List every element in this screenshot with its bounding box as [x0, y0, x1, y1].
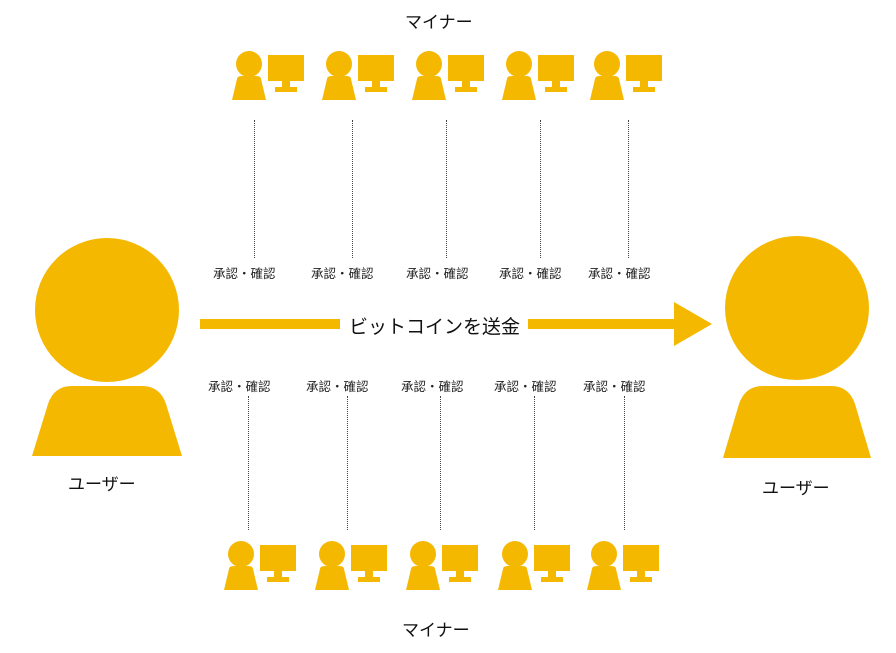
connector-line	[624, 396, 625, 530]
miner-icon	[313, 540, 387, 590]
receiver-user-icon	[723, 236, 871, 462]
miner-icon	[410, 50, 484, 100]
miner-icon	[500, 50, 574, 100]
approval-label: 承認・確認	[401, 379, 464, 394]
connector-line	[254, 120, 255, 258]
connector-line	[446, 120, 447, 258]
approval-label: 承認・確認	[499, 266, 562, 281]
arrow-right-icon	[200, 302, 712, 350]
miner-icon	[496, 540, 570, 590]
miner-icon	[404, 540, 478, 590]
top-miners-title: マイナー	[405, 13, 473, 33]
receiver-label: ユーザー	[762, 479, 830, 499]
miner-icon	[230, 50, 304, 100]
connector-line	[628, 120, 629, 258]
approval-label: 承認・確認	[213, 266, 276, 281]
transfer-label: ビットコインを送金	[349, 316, 521, 338]
miner-icon	[320, 50, 394, 100]
miner-icon	[588, 50, 662, 100]
approval-label: 承認・確認	[588, 266, 651, 281]
sender-user-icon	[32, 238, 182, 460]
approval-label: 承認・確認	[311, 266, 374, 281]
approval-label: 承認・確認	[494, 379, 557, 394]
approval-label: 承認・確認	[406, 266, 469, 281]
connector-line	[347, 396, 348, 530]
miner-icon	[222, 540, 296, 590]
approval-label: 承認・確認	[306, 379, 369, 394]
miner-icon	[585, 540, 659, 590]
connector-line	[540, 120, 541, 258]
bottom-miners-title: マイナー	[402, 621, 470, 641]
sender-label: ユーザー	[68, 475, 136, 495]
connector-line	[352, 120, 353, 258]
approval-label: 承認・確認	[208, 379, 271, 394]
approval-label: 承認・確認	[583, 379, 646, 394]
connector-line	[248, 396, 249, 530]
connector-line	[440, 396, 441, 530]
connector-line	[534, 396, 535, 530]
